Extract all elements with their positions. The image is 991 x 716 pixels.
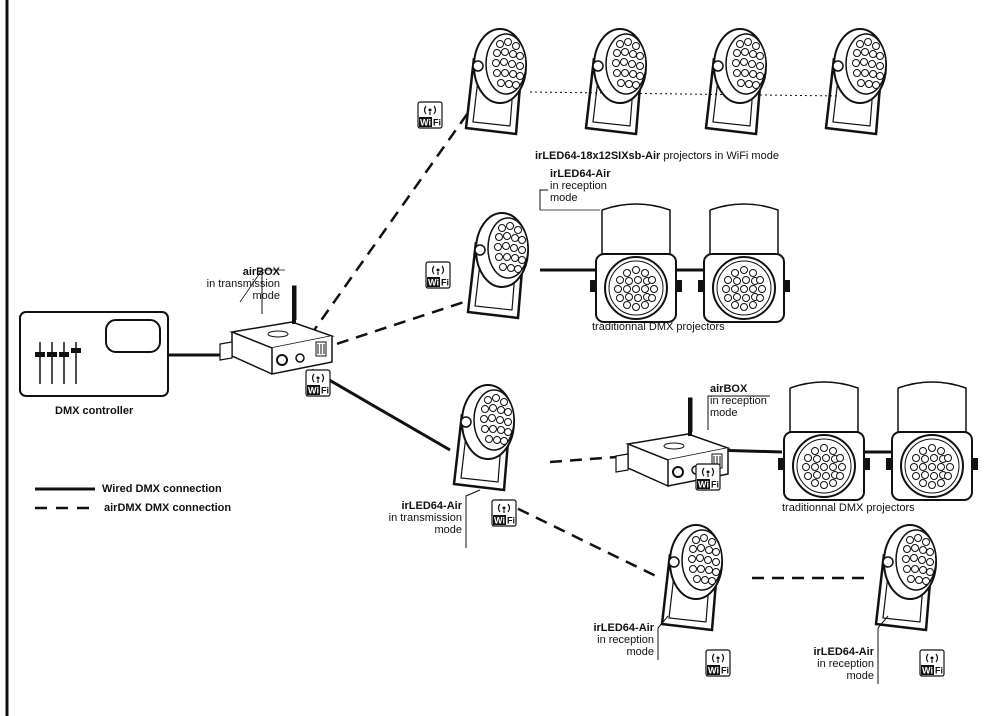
top-group-label: irLED64-18x12SIXsb-Air projectors in WiF… bbox=[535, 150, 779, 162]
bottom-right-name: irLED64-Air bbox=[813, 646, 874, 658]
airbox-tx-label: airBOX in transmission mode bbox=[160, 266, 280, 302]
airbox-rx-label: airBOX in reception mode bbox=[710, 383, 767, 419]
air-link-airbox-top-projector bbox=[308, 109, 472, 337]
projector-top-3-icon bbox=[704, 27, 768, 136]
wifi-badge-airbox-rx bbox=[695, 463, 721, 491]
center-projector-label: irLED64-Air in transmission mode bbox=[370, 500, 462, 536]
mid-projector-line2: mode bbox=[550, 192, 578, 204]
mid-projector-line1: in reception bbox=[550, 180, 607, 192]
bottom-right-line1: in reception bbox=[817, 658, 874, 670]
projector-top-1-icon bbox=[464, 27, 528, 136]
projector-center-icon bbox=[452, 383, 516, 492]
wired-link-airbox-center-projector bbox=[311, 368, 451, 452]
airbox-tx-line1: in transmission bbox=[206, 278, 280, 290]
projector-mid-icon bbox=[466, 211, 530, 320]
air-link-center-bottom-left bbox=[499, 498, 661, 580]
center-projector-line1: in transmission bbox=[388, 512, 462, 524]
wifi-badge-center bbox=[491, 499, 517, 527]
bottom-left-line2: mode bbox=[626, 646, 654, 658]
traditional-projector-upper-2-icon bbox=[697, 203, 791, 323]
legend-air-label: airDMX DMX connection bbox=[104, 502, 232, 514]
traditional-projector-lower-2-icon bbox=[885, 381, 979, 501]
airbox-rx-line2: mode bbox=[710, 407, 738, 419]
traditional-projector-upper-1-icon bbox=[589, 203, 683, 323]
traditional-upper-label: traditionnal DMX projectors bbox=[592, 321, 725, 333]
bottom-left-label: irLED64-Air in reception mode bbox=[560, 622, 654, 658]
center-projector-name: irLED64-Air bbox=[401, 500, 462, 512]
top-group-suffix: projectors in WiFi mode bbox=[663, 150, 779, 162]
traditional-projector-lower-1-icon bbox=[777, 381, 871, 501]
bottom-right-line2: mode bbox=[846, 670, 874, 682]
wifi-badge-bottom-right bbox=[919, 649, 945, 677]
center-projector-line2: mode bbox=[434, 524, 462, 536]
air-link-airbox-mid-projector bbox=[317, 298, 471, 352]
bottom-left-name: irLED64-Air bbox=[593, 622, 654, 634]
projector-bottom-right-icon bbox=[874, 523, 938, 632]
bottom-right-label: irLED64-Air in reception mode bbox=[780, 646, 874, 682]
airbox-tx-line2: mode bbox=[252, 290, 280, 302]
airbox-tx-name: airBOX bbox=[242, 266, 280, 278]
wifi-badge-mid bbox=[425, 261, 451, 289]
projector-bottom-left-icon bbox=[660, 523, 724, 632]
wifi-badge-airbox-tx bbox=[305, 369, 331, 397]
wifi-badge-bottom-left bbox=[705, 649, 731, 677]
mid-projector-name: irLED64-Air bbox=[550, 168, 611, 180]
wifi-mesh-top-projectors bbox=[529, 91, 841, 97]
wifi-badge-top bbox=[417, 101, 443, 129]
dmx-controller-icon bbox=[19, 311, 169, 397]
controller-label: DMX controller bbox=[55, 405, 134, 417]
legend-wired-label: Wired DMX connection bbox=[102, 483, 222, 495]
airbox-rx-line1: in reception bbox=[710, 395, 767, 407]
top-group-name: irLED64-18x12SIXsb-Air bbox=[535, 150, 661, 162]
traditional-lower-label: traditionnal DMX projectors bbox=[782, 502, 915, 514]
bottom-left-line1: in reception bbox=[597, 634, 654, 646]
airbox-rx-name: airBOX bbox=[710, 383, 748, 395]
mid-projector-label: irLED64-Air in reception mode bbox=[550, 168, 611, 204]
projector-top-4-icon bbox=[824, 27, 888, 136]
projector-top-2-icon bbox=[584, 27, 648, 136]
